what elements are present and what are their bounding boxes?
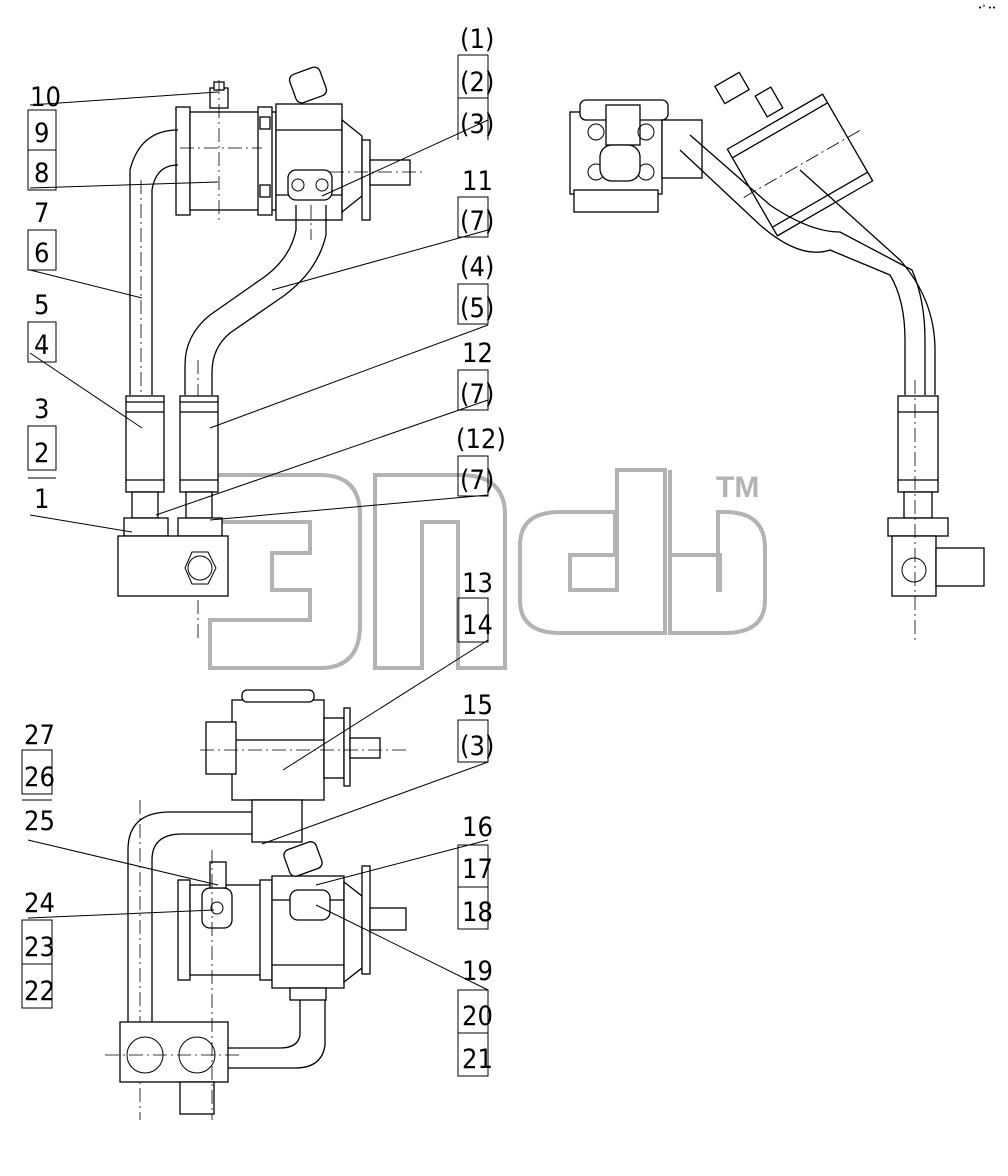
- callout-2-left: 2: [34, 438, 49, 469]
- callout-13: 13: [462, 568, 493, 599]
- callout-11: 11: [462, 166, 493, 197]
- watermark-logo: TM: [208, 468, 767, 670]
- callout-21: 21: [462, 1044, 493, 1075]
- callout-7b: (7): [460, 379, 494, 410]
- top-left-view: [117, 66, 425, 640]
- tank-flange-left: [175, 106, 191, 216]
- leader-lines: [27, 91, 489, 991]
- callout-14: 14: [462, 610, 493, 641]
- callout-3-left: 3: [34, 394, 49, 425]
- callout-17: 17: [462, 854, 493, 885]
- hose-side: [897, 395, 939, 493]
- bottom-view: [105, 689, 410, 1120]
- callout-1: (1): [460, 24, 494, 55]
- callout-7c: (7): [460, 465, 494, 496]
- callout-5: (5): [460, 293, 494, 324]
- callout-7: 7: [34, 198, 49, 229]
- callout-3-bottom: (3): [460, 731, 494, 762]
- callout-6: 6: [34, 238, 49, 269]
- hose-right: [179, 395, 219, 493]
- top-right-view: [569, 71, 985, 640]
- callout-3: (3): [460, 109, 494, 140]
- callout-4: (4): [460, 252, 494, 283]
- callout-4-left: 4: [34, 330, 49, 361]
- callout-25: 25: [24, 806, 55, 837]
- callout-22: 22: [24, 976, 55, 1007]
- callout-5-left: 5: [34, 290, 49, 321]
- callout-9: 9: [34, 118, 49, 149]
- callout-2: (2): [460, 67, 494, 98]
- callout-8: 8: [34, 158, 49, 189]
- tank-rotated: [726, 93, 874, 237]
- callout-19: 19: [462, 956, 493, 987]
- valve-block: [117, 535, 229, 597]
- callout-15: 15: [462, 690, 493, 721]
- pump-port-fitting: [287, 169, 333, 201]
- callout-12: 12: [462, 338, 493, 369]
- corner-mark: •° ••: [978, 4, 996, 12]
- callout-18: 18: [462, 897, 493, 928]
- callout-labels: (1) (2) (3) 11 (7) (4) (5) 12 (7) (12) (…: [21, 24, 506, 1077]
- callout-12b: (12): [456, 424, 506, 455]
- valve-block-side: [891, 535, 937, 597]
- hose-left: [125, 395, 165, 493]
- callout-26: 26: [24, 762, 55, 793]
- callout-1-left: 1: [34, 484, 49, 515]
- callout-20: 20: [462, 1001, 493, 1032]
- trademark-mark: TM: [716, 471, 759, 504]
- elbow-fitting: [288, 66, 328, 104]
- callout-10: 10: [30, 82, 61, 113]
- callout-7a: (7): [460, 206, 494, 237]
- callout-24: 24: [24, 888, 55, 919]
- callout-27: 27: [24, 720, 55, 751]
- pump-block: [275, 103, 343, 221]
- callout-16: 16: [462, 812, 493, 843]
- callout-23: 23: [24, 932, 55, 963]
